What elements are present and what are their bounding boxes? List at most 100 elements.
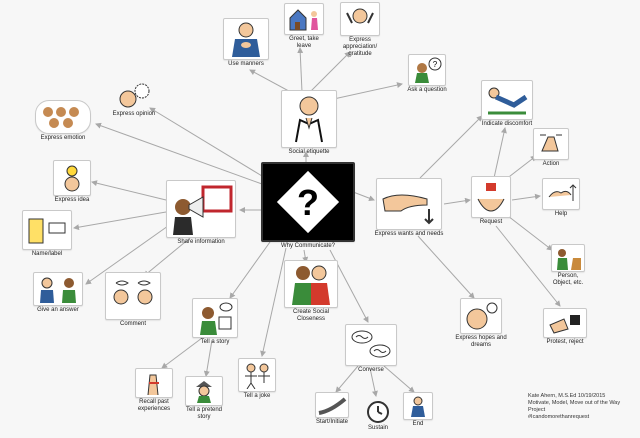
- starting-road-icon: [315, 392, 349, 418]
- person-arms-raised-icon: [403, 392, 433, 420]
- label-request: Request: [480, 219, 502, 226]
- credit-block: Kate Ahern, M.S.Ed 10/19/2015 Motivate, …: [528, 393, 638, 421]
- person-and-cat-icon: [551, 244, 585, 272]
- label-ask-question: Ask a question: [407, 87, 446, 94]
- label-create-closeness: Create Social Closeness: [282, 309, 340, 323]
- question-mark-symbol: ?: [297, 182, 319, 223]
- node-help: Help: [540, 178, 582, 218]
- node-end: End: [402, 392, 434, 428]
- lightbulb-head-icon: [53, 160, 91, 196]
- hand-pushing-away-icon: [543, 308, 587, 338]
- svg-text:?: ?: [433, 60, 438, 69]
- arrow-share-to-idea: [92, 182, 166, 200]
- pointing-hand-icon: [376, 178, 442, 230]
- open-hands-icon: [471, 176, 511, 218]
- emotion-faces-icon: [35, 100, 91, 134]
- question-diamond-icon: ?: [261, 162, 355, 242]
- node-person-object: Person, Object, etc.: [548, 244, 588, 287]
- node-sustain: Sustain: [360, 398, 396, 432]
- person-reading-book-icon: [192, 298, 238, 338]
- label-indicate-discomfort: Indicate discomfort: [482, 121, 532, 128]
- label-person-object: Person, Object, etc.: [548, 273, 588, 287]
- label-end: End: [413, 421, 424, 428]
- label-share-information: Share information: [177, 239, 224, 246]
- laughing-people-icon: [238, 358, 276, 392]
- credit-hashtag: #Icandomorethanrequest: [528, 414, 638, 421]
- label-tell-story: Tell a story: [201, 339, 230, 346]
- person-fallen-icon: [481, 80, 533, 120]
- label-express-emotion: Express emotion: [41, 135, 86, 142]
- label-action: Action: [543, 161, 560, 168]
- node-social-etiquette: Social etiquette: [280, 90, 338, 156]
- person-question-bubble-icon: ?: [408, 54, 446, 86]
- arrow-share-to-name: [74, 212, 166, 228]
- label-pretend-story: Tell a pretend story: [182, 407, 226, 421]
- label-hopes-dreams: Express hopes and dreams: [454, 335, 508, 349]
- arrow-request-to-discomfort: [494, 128, 505, 178]
- node-appreciation: Express appreciation/ gratitude: [334, 2, 386, 58]
- label-recall: Recall past experiences: [132, 399, 176, 413]
- arrow-social-to-greet: [300, 48, 302, 92]
- helping-hands-icon: [542, 178, 580, 210]
- node-share-information: Share information: [164, 180, 238, 246]
- two-friends-hugging-icon: [284, 260, 338, 308]
- node-recall: Recall past experiences: [132, 368, 176, 413]
- label-sustain: Sustain: [368, 425, 388, 432]
- arrow-wants-to-hopes: [418, 236, 474, 298]
- label-protest: Protest, reject: [546, 339, 583, 346]
- finger-string-reminder-icon: [135, 368, 173, 398]
- arrow-center-to-emotion: [96, 124, 262, 184]
- stopwatch-icon: [364, 398, 392, 424]
- node-use-manners: Use manners: [218, 18, 274, 68]
- arrow-wants-to-request: [444, 200, 470, 204]
- label-tag-icon: [22, 210, 72, 250]
- person-megaphone-icon: [166, 180, 236, 238]
- label-name-label: Name/label: [32, 251, 62, 258]
- label-give-answer: Give an answer: [37, 307, 79, 314]
- arrow-request-to-help: [512, 196, 540, 200]
- label-tell-joke: Tell a joke: [244, 393, 271, 400]
- thought-bubble-head-icon: [116, 82, 152, 110]
- speech-bubbles-icon: [345, 324, 397, 366]
- label-greet: Greet, take leave: [282, 36, 326, 50]
- dreaming-face-icon: [460, 298, 502, 334]
- hand-with-arrows-icon: [533, 128, 569, 160]
- node-protest: Protest, reject: [538, 308, 592, 346]
- node-greet: Greet, take leave: [282, 3, 326, 50]
- label-express-wants: Express wants and needs: [375, 231, 444, 238]
- node-action: Action: [532, 128, 570, 168]
- house-waving-person-icon: [284, 3, 324, 35]
- node-give-answer: Give an answer: [30, 272, 86, 314]
- node-name-label: Name/label: [20, 210, 74, 258]
- node-express-idea: Express idea: [50, 160, 94, 204]
- node-ask-question: ? Ask a question: [402, 54, 452, 94]
- node-express-wants: Express wants and needs: [374, 178, 444, 238]
- node-tell-joke: Tell a joke: [236, 358, 278, 400]
- credit-author: Kate Ahern, M.S.Ed 10/19/2015: [528, 393, 638, 400]
- center-node: ? Why Communicate?: [258, 162, 358, 250]
- node-start-initiate: Start/Initiate: [312, 392, 352, 426]
- arrow-request-to-person: [508, 216, 552, 250]
- pretend-character-icon: [185, 376, 223, 406]
- two-people-chatting-icon: [105, 272, 161, 320]
- label-comment: Comment: [120, 321, 146, 328]
- credit-project: Motivate, Model, Move out of the Way Pro…: [528, 400, 638, 414]
- node-comment: Comment: [104, 272, 162, 328]
- node-express-opinion: Express opinion: [112, 82, 156, 118]
- two-people-talking-icon: [33, 272, 83, 306]
- label-start-initiate: Start/Initiate: [316, 419, 348, 426]
- person-praying-hands-icon: [281, 90, 337, 148]
- node-pretend-story: Tell a pretend story: [182, 376, 226, 421]
- label-help: Help: [555, 211, 567, 218]
- label-converse: Converse: [358, 367, 384, 374]
- node-create-closeness: Create Social Closeness: [282, 260, 340, 323]
- node-hopes-dreams: Express hopes and dreams: [454, 298, 508, 349]
- node-indicate-discomfort: Indicate discomfort: [478, 80, 536, 128]
- node-request: Request: [470, 176, 512, 226]
- label-use-manners: Use manners: [228, 61, 264, 68]
- label-appreciation: Express appreciation/ gratitude: [334, 37, 386, 58]
- node-tell-story: Tell a story: [190, 298, 240, 346]
- arrow-center-to-opinion: [150, 108, 262, 176]
- person-hand-on-chest-icon: [223, 18, 269, 60]
